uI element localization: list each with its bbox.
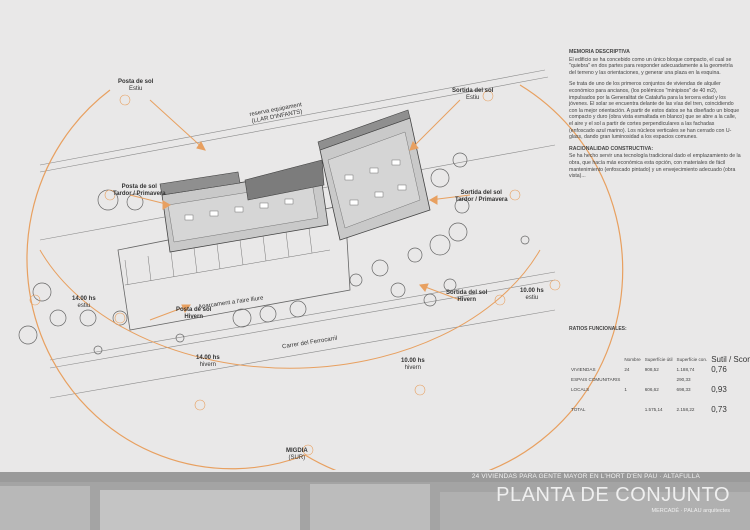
site-plan	[18, 69, 624, 470]
racionalidad-title: RACIONALIDAD CONSTRUCTIVA:	[569, 145, 654, 152]
table-cell: VIVIENDAS	[571, 366, 596, 372]
footer-strip	[0, 472, 750, 482]
ratios-header: Superfície con.	[676, 356, 708, 362]
ratios-title: RATIOS FUNCIONALES:	[569, 326, 627, 332]
table-cell: 1	[624, 386, 627, 392]
memoria-paragraph-3: Se ha hecho servir una tecnología tradic…	[569, 153, 741, 180]
table-cell: 606,62	[644, 386, 659, 392]
table-cell: 908,52	[644, 366, 659, 372]
table-cell: 290,33	[676, 376, 691, 382]
sun-symbols	[29, 90, 561, 456]
memoria-title: MEMORIA DESCRIPTIVA	[569, 49, 630, 55]
label-south: MIGDIA(SUR)	[286, 448, 308, 461]
table-cell	[643, 374, 675, 384]
footer-photo-block	[310, 484, 430, 530]
table-row: LOCALS 1 606,62 698,33 0,93	[569, 384, 750, 394]
table-cell: 698,33	[676, 386, 691, 392]
ratios-header: Nombre	[624, 356, 641, 362]
table-cell: 1.575,14	[644, 406, 663, 412]
sheet-title: PLANTA DE CONJUNTO	[496, 484, 730, 506]
footer-photo-block	[440, 492, 750, 530]
table-cell: LOCALS	[571, 386, 590, 392]
table-cell: 0,76	[711, 364, 727, 374]
table-row: TOTAL 1.575,14 2.158,22 0,73	[569, 404, 750, 414]
table-cell: 1.188,74	[676, 366, 695, 372]
sun-rays	[129, 99, 471, 321]
table-row: VIVIENDAS 24 908,52 1.188,74 0,76	[569, 364, 750, 374]
table-cell: 0,73	[711, 404, 727, 414]
memoria-paragraph-2: Se trata de uno de los primeros conjunto…	[569, 81, 740, 141]
sun-path	[26, 84, 624, 470]
footer-photo-block	[100, 490, 300, 530]
memoria-descriptiva: MEMORIA DESCRIPTIVA El edificio se ha co…	[569, 49, 741, 185]
ratios-header: Superfície útil	[644, 356, 673, 362]
authors: MERCADÉ · PALAU arquitectes	[651, 508, 730, 514]
trees	[18, 152, 530, 355]
footer-band	[0, 472, 750, 530]
ratios-header-row: Nombre Superfície útil Superfície con. S…	[569, 354, 750, 364]
table-cell	[622, 404, 642, 414]
ratios-header: Sutil / Sconst	[711, 354, 750, 364]
window-marks	[184, 159, 407, 221]
table-cell	[622, 374, 642, 384]
footer-photo-block	[0, 486, 90, 530]
table-cell: 2.158,22	[676, 406, 695, 412]
table-cell	[709, 374, 750, 384]
table-row: ESPAIS COMUNITARIS 290,33	[569, 374, 750, 384]
ratios-funcionales: RATIOS FUNCIONALES: Nombre Superfície út…	[569, 326, 750, 414]
memoria-paragraph-1: El edificio se ha concebido como un únic…	[569, 56, 733, 76]
project-title: 24 VIVIENDAS PARA GENTE MAYOR EN L'HORT …	[471, 473, 700, 480]
table-cell: TOTAL	[571, 406, 586, 412]
building-link	[244, 159, 325, 201]
table-cell: 24	[624, 366, 630, 372]
table-cell: ESPAIS COMUNITARIS	[571, 376, 621, 382]
parking-stalls	[124, 227, 331, 286]
building-east	[317, 109, 431, 241]
ratios-table: Nombre Superfície útil Superfície con. S…	[569, 354, 750, 414]
table-cell: 0,93	[711, 384, 727, 394]
